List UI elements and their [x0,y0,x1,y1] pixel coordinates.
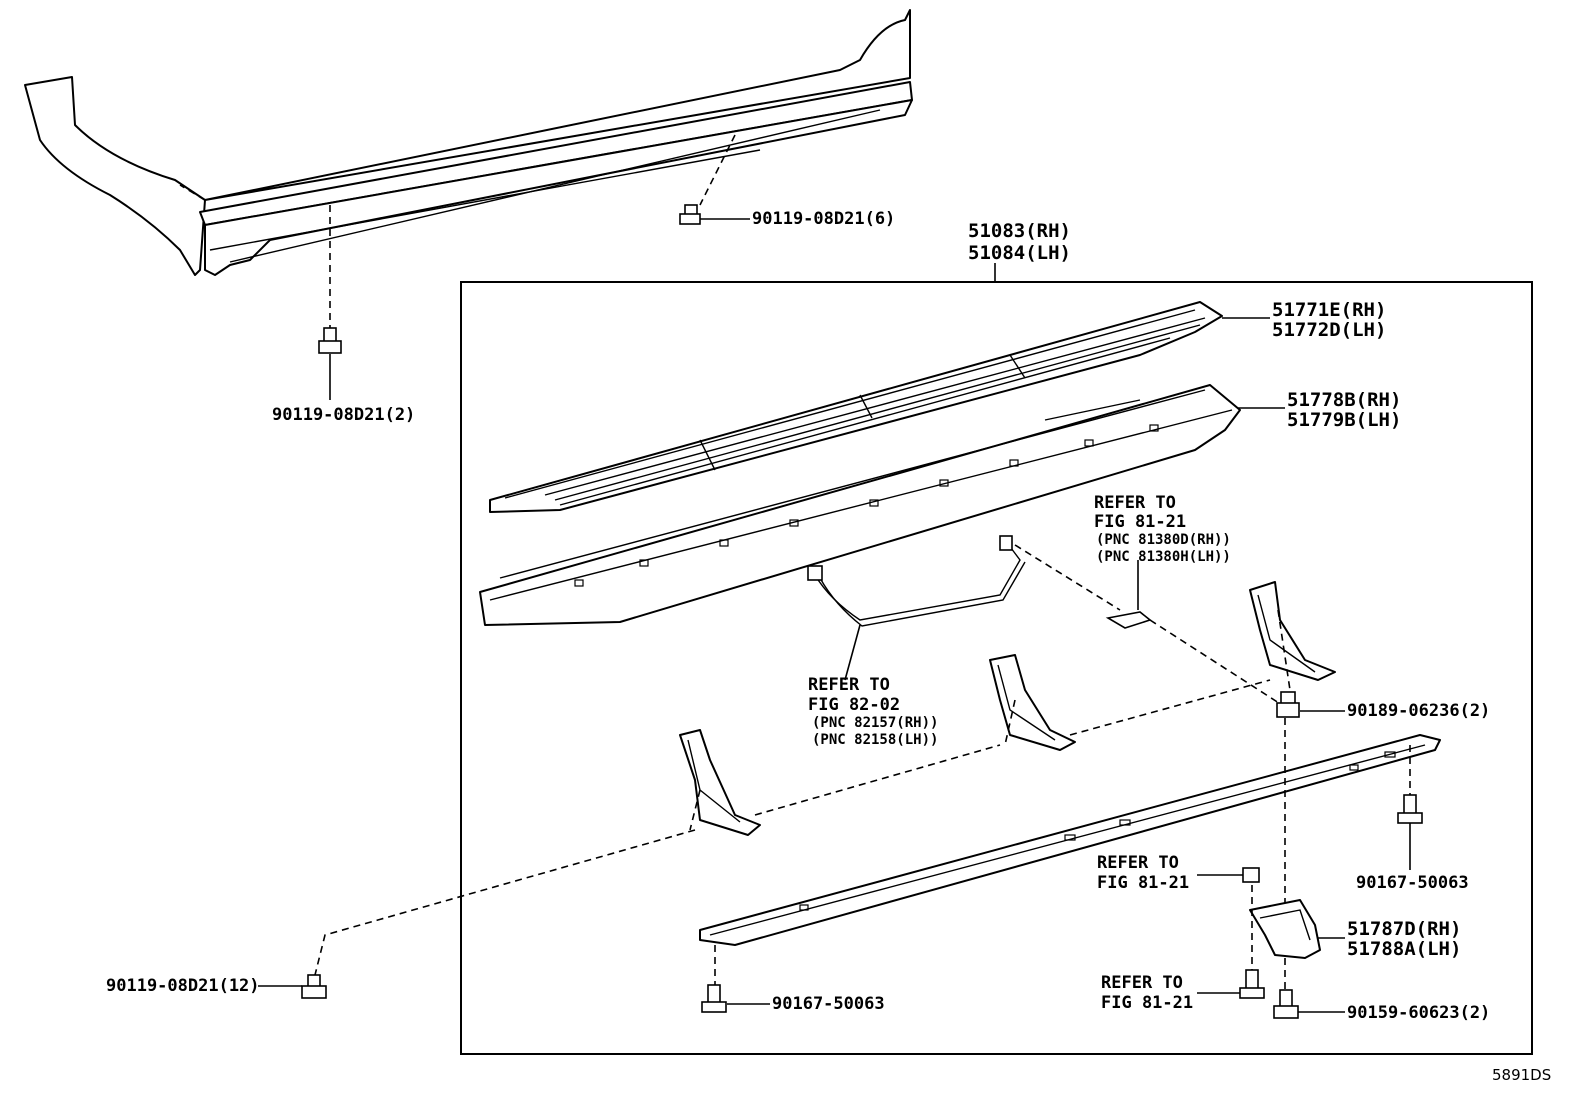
ref-a-line1: REFER TO [1094,493,1176,513]
ref-b-line4: (PNC 82158(LH)) [812,732,938,748]
clip-bottom-icon [1239,969,1265,999]
bolt-upper-right-label: 90119-08D21(6) [752,209,895,229]
screw-right-icon [1397,794,1423,824]
step-lamp-harness [807,535,1026,627]
bracket-right [1249,581,1336,681]
bolt-upper-left-icon [318,327,342,354]
nut-right-label: 90189-06236(2) [1347,701,1490,721]
bolt-lower-right-label: 90159-60623(2) [1347,1003,1490,1023]
clip-top-icon [1105,611,1152,629]
bolt-lower-left-icon [301,974,327,999]
screw-lower-icon [701,984,727,1013]
step-support-rail [699,734,1441,946]
screw-lower-label: 90167-50063 [772,994,885,1014]
assembly-rh-label: 51083(RH) [968,220,1071,242]
bracket-51787-icon [1249,899,1321,959]
ref-d-line2: FIG 81-21 [1101,993,1193,1013]
clip-middle-icon [1242,867,1260,883]
bolt-upper-right-icon [679,204,701,225]
ref-c-line2: FIG 81-21 [1097,873,1189,893]
bolt-lower-right-icon [1273,989,1299,1019]
bolt-lower-left-label: 90119-08D21(12) [106,976,260,996]
ref-b-line2: FIG 82-02 [808,695,900,715]
nut-right-icon [1276,691,1300,718]
step-cover-rh-label: 51771E(RH) [1272,299,1386,321]
ref-a-line2: FIG 81-21 [1094,512,1186,532]
running-board-step [479,384,1241,626]
ref-a-line4: (PNC 81380H(LH)) [1096,549,1231,565]
screw-right-label: 90167-50063 [1356,873,1469,893]
ref-b-line3: (PNC 82157(RH)) [812,715,938,731]
rocker-panel [24,9,913,276]
diagram-code: 5891DS [1492,1066,1551,1084]
ref-d-line1: REFER TO [1101,973,1183,993]
assembly-lh-label: 51084(LH) [968,242,1071,264]
step-cover [489,301,1223,513]
step-cover-lh-label: 51772D(LH) [1272,319,1386,341]
ref-b-line1: REFER TO [808,675,890,695]
ref-a-line3: (PNC 81380D(RH)) [1096,532,1231,548]
rocker-to-bolt-right-line [699,134,736,206]
ref-c-line1: REFER TO [1097,853,1179,873]
step-lh-label: 51779B(LH) [1287,409,1401,431]
bracket-lh-label: 51788A(LH) [1347,938,1461,960]
bracket-middle [989,654,1076,751]
bolt-upper-left-label: 90119-08D21(2) [272,405,415,425]
assembly-frame [460,281,1533,1055]
step-rh-label: 51778B(RH) [1287,389,1401,411]
bracket-rh-label: 51787D(RH) [1347,918,1461,940]
